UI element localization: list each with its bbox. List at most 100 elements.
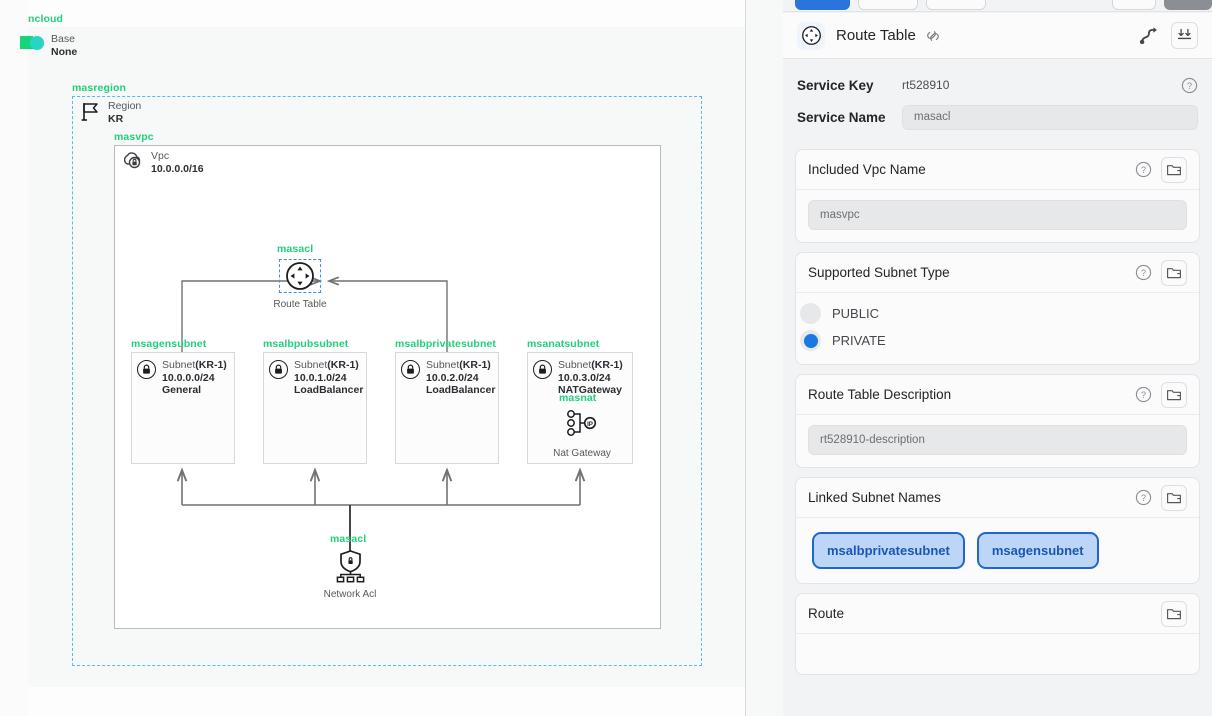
card-tools: ? [1135, 381, 1187, 408]
card-supported-subnet-type: Supported Subnet Type ? PUBLIC [795, 252, 1200, 365]
service-name-label: Service Name [797, 109, 886, 125]
subnet-type: Subnet [162, 359, 196, 371]
subnet-cidr: 10.0.2.0/24 [426, 371, 479, 384]
service-name-input[interactable]: masacl [902, 104, 1198, 130]
subnet-type: Subnet [558, 359, 592, 371]
card-tools: ? [1135, 259, 1187, 286]
folder-icon[interactable] [1161, 484, 1187, 511]
help-icon[interactable]: ? [1135, 264, 1152, 281]
radio-private-label: PRIVATE [832, 333, 886, 348]
group-label-masregion: masregion [72, 82, 126, 94]
route-table-description-input[interactable]: rt528910-description [808, 425, 1187, 455]
subnet-node-text: Subnet(KR-1) 10.0.1.0/24 LoadBalancer [294, 359, 363, 397]
network-acl-icon [336, 550, 365, 583]
card-head: Route Table Description ? [796, 375, 1199, 415]
svg-text:?: ? [1141, 390, 1146, 400]
svg-text:?: ? [1141, 493, 1146, 503]
svg-text:?: ? [1141, 165, 1146, 175]
subnet-cidr: 10.0.1.0/24 [294, 371, 347, 384]
help-icon[interactable]: ? [1135, 386, 1152, 403]
linked-subnet-chip[interactable]: msagensubnet [976, 532, 1099, 569]
link-icon[interactable] [925, 28, 941, 44]
card-included-vpc: Included Vpc Name ? masvpc [795, 149, 1200, 243]
folder-icon[interactable] [1161, 600, 1187, 627]
subnet-lock-icon [269, 360, 288, 379]
group-label-network-acl: masacl [330, 533, 367, 545]
vpc-cloud-lock-icon [120, 150, 144, 172]
folder-icon[interactable] [1161, 156, 1187, 183]
radio-private-icon[interactable] [800, 330, 821, 351]
base-node[interactable]: Base None [20, 33, 77, 58]
card-tools: ? [1135, 156, 1187, 183]
vpc-node-type: Vpc [151, 150, 170, 162]
subnet-node-msalbpubsubnet[interactable]: Subnet(KR-1) 10.0.1.0/24 LoadBalancer [269, 359, 363, 397]
base-circle-icon [30, 36, 44, 50]
base-node-value: None [51, 45, 78, 58]
service-name-row: Service Name masacl [783, 100, 1212, 134]
toolbar-primary-button[interactable] [795, 0, 850, 10]
subnet-node-msagensubnet[interactable]: Subnet(KR-1) 10.0.0.0/24 General [137, 359, 227, 397]
card-body: PUBLIC PRIVATE [796, 293, 1199, 364]
folder-icon[interactable] [1161, 259, 1187, 286]
radio-public-label: PUBLIC [832, 306, 879, 321]
linked-subnet-chips: msalbprivatesubnet msagensubnet [812, 530, 1187, 569]
subnet-usage: NATGateway [558, 384, 622, 396]
panel-header: Route Table [783, 13, 1212, 59]
route-table-caption: Route Table [273, 299, 327, 310]
group-label-masvpc: masvpc [114, 131, 154, 143]
subnet-usage: LoadBalancer [294, 384, 364, 396]
radio-option-public[interactable]: PUBLIC [800, 300, 1187, 327]
nat-gateway-node[interactable]: IP [566, 408, 599, 440]
region-node-type: Region [108, 100, 142, 112]
collapse-all-button[interactable] [1171, 22, 1198, 49]
route-table-node[interactable] [285, 261, 315, 291]
included-vpc-input[interactable]: masvpc [808, 200, 1187, 230]
card-title: Linked Subnet Names [808, 490, 941, 505]
subnet-type: Subnet [294, 359, 328, 371]
radio-public-icon[interactable] [800, 303, 821, 324]
folder-icon[interactable] [1161, 381, 1187, 408]
route-table-selection-box [279, 259, 321, 293]
card-head: Route [796, 594, 1199, 634]
linked-subnet-chip[interactable]: msalbprivatesubnet [812, 532, 965, 569]
network-acl-node[interactable] [334, 549, 367, 583]
subnet-node-msanatsubnet[interactable]: Subnet(KR-1) 10.0.3.0/24 NATGateway [533, 359, 623, 397]
card-head: Included Vpc Name ? [796, 150, 1199, 190]
card-linked-subnet-names: Linked Subnet Names ? msalbprivatesubnet… [795, 477, 1200, 584]
subnet-node-text: Subnet(KR-1) 10.0.2.0/24 LoadBalancer [426, 359, 495, 397]
subnet-lock-icon [533, 360, 552, 379]
route-table-icon [286, 262, 314, 290]
route-table-header-icon[interactable] [797, 21, 825, 50]
toolbar-button-4[interactable] [1112, 0, 1156, 10]
route-path-icon[interactable] [1138, 25, 1160, 47]
group-label-msagensubnet: msagensubnet [131, 338, 207, 350]
subnet-usage: General [162, 384, 202, 396]
service-key-row: Service Key rt528910 ? [783, 70, 1212, 100]
service-key-label: Service Key [797, 77, 874, 93]
card-tools: ? [1135, 484, 1187, 511]
svg-text:IP: IP [587, 421, 593, 428]
properties-panel: Route Table [783, 0, 1212, 716]
subnet-node-msalbprivatesubnet[interactable]: Subnet(KR-1) 10.0.2.0/24 LoadBalancer [401, 359, 495, 397]
vpc-node[interactable]: Vpc 10.0.0.0/16 [120, 150, 204, 175]
subnet-node-text: Subnet(KR-1) 10.0.3.0/24 NATGateway [558, 359, 623, 397]
region-node-text: Region KR [108, 100, 141, 125]
card-body: masvpc [796, 190, 1199, 242]
help-icon[interactable]: ? [1135, 489, 1152, 506]
region-node[interactable]: Region KR [80, 100, 141, 125]
help-icon[interactable]: ? [1135, 161, 1152, 178]
flag-icon [80, 100, 102, 122]
card-route-table-description: Route Table Description ? rt528910-descr… [795, 374, 1200, 468]
radio-option-private[interactable]: PRIVATE [800, 327, 1187, 354]
help-icon[interactable]: ? [1181, 77, 1198, 94]
top-toolbar [783, 0, 1212, 12]
toolbar-button-2[interactable] [858, 0, 918, 10]
card-title: Route [808, 606, 845, 621]
toolbar-button-3[interactable] [926, 0, 986, 10]
subnet-zone: (KR-1) [195, 359, 227, 371]
card-title: Route Table Description [808, 387, 952, 402]
toolbar-button-5[interactable] [1164, 0, 1212, 10]
architecture-canvas[interactable]: ncloud Base None masregion [0, 0, 746, 716]
nat-gateway-icon: IP [567, 410, 597, 436]
group-label-route-table: masacl [277, 243, 314, 255]
